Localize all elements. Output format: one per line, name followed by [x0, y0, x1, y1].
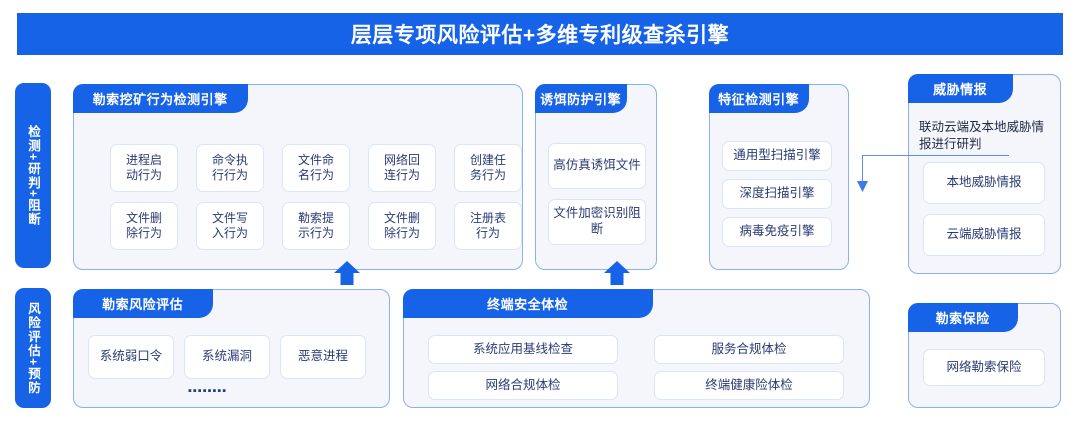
- chip-item[interactable]: 创建任 务行为: [454, 144, 522, 192]
- more-indicator: ▪▪▪▪▪▪▪▪: [188, 385, 228, 397]
- chip-item[interactable]: 进程启 动行为: [110, 144, 178, 192]
- panel-header: 终端安全体检: [402, 288, 653, 318]
- panel-title: 诱饵防护引擎: [540, 91, 622, 107]
- threat-intel-note: 联动云端及本地威胁情 报进行研判: [919, 120, 1045, 151]
- arrow-up-icon: [604, 261, 630, 285]
- connector-line-vertical: [862, 155, 864, 183]
- panel-title: 勒索保险: [935, 310, 990, 326]
- arrow-up-icon: [334, 261, 360, 285]
- panel-body: 网络勒索保险: [909, 333, 1060, 407]
- connector-line-horizontal: [862, 155, 1009, 157]
- panel-header: 勒索风险评估: [72, 288, 213, 318]
- chip-item[interactable]: 系统弱口令: [88, 335, 174, 379]
- panel-title: 威胁情报: [933, 81, 988, 97]
- chip-item[interactable]: 恶意进程: [280, 335, 366, 379]
- panel-body: 通用型扫描引擎 深度扫描引擎 病毒免疫引擎: [710, 114, 848, 269]
- panel-header: 特征检测引擎: [708, 83, 809, 113]
- panel-signature-detection-engine: 特征检测引擎 通用型扫描引擎 深度扫描引擎 病毒免疫引擎: [708, 83, 849, 270]
- panel-header: 威胁情报: [907, 73, 1013, 103]
- sidebar-item-label: 风险评估+预防: [26, 301, 40, 395]
- chip-item[interactable]: 网络勒索保险: [923, 349, 1045, 386]
- chip-item[interactable]: 终端健康险体检: [654, 371, 844, 400]
- panel-body: 高仿真诱饵文件 文件加密识别阻断: [536, 114, 656, 269]
- panel-bait-protection-engine: 诱饵防护引擎 高仿真诱饵文件 文件加密识别阻断: [534, 83, 657, 270]
- chip-item[interactable]: 网络合规体检: [428, 371, 618, 400]
- sidebar-item-label: 检测+研判+阻断: [26, 124, 40, 227]
- chip-item[interactable]: 通用型扫描引擎: [722, 141, 832, 171]
- sidebar-item-risk-stage[interactable]: 风险评估+预防: [15, 288, 51, 408]
- page-title: 层层专项风险评估+多维专利级查杀引擎: [350, 24, 730, 47]
- panel-title: 终端安全体检: [487, 296, 569, 312]
- chip-item[interactable]: 病毒免疫引擎: [722, 217, 832, 247]
- chip-item[interactable]: 深度扫描引擎: [722, 179, 832, 209]
- panel-endpoint-security-checkup: 终端安全体检 系统应用基线检查 服务合规体检 网络合规体检 终端健康险体检: [402, 288, 870, 408]
- arrow-down-icon: [857, 180, 868, 192]
- panel-ransom-mining-detection-engine: 勒索挖矿行为检测引擎 进程启 动行为 命令执 行行为 文件命 名行为 网络回 连…: [72, 83, 523, 270]
- panel-body: 进程启 动行为 命令执 行行为 文件命 名行为 网络回 连行为 创建任 务行为 …: [74, 114, 522, 269]
- panel-body: 系统应用基线检查 服务合规体检 网络合规体检 终端健康险体检: [404, 319, 869, 407]
- panel-header: 诱饵防护引擎: [534, 83, 627, 113]
- chip-item[interactable]: 云端威胁情报: [923, 214, 1045, 256]
- chip-item[interactable]: 系统漏洞: [184, 335, 270, 379]
- chip-item[interactable]: 文件加密识别阻断: [548, 199, 646, 245]
- chip-item[interactable]: 本地威胁情报: [923, 162, 1045, 204]
- panel-body: 联动云端及本地威胁情 报进行研判 本地威胁情报 云端威胁情报: [909, 104, 1060, 273]
- chip-item[interactable]: 文件命 名行为: [282, 144, 350, 192]
- sidebar-item-detection-stage[interactable]: 检测+研判+阻断: [15, 83, 51, 268]
- chip-item[interactable]: 网络回 连行为: [368, 144, 436, 192]
- chip-item[interactable]: 文件删 除行为: [110, 202, 178, 250]
- chip-item[interactable]: 文件写 入行为: [196, 202, 264, 250]
- panel-threat-intelligence: 威胁情报 联动云端及本地威胁情 报进行研判 本地威胁情报 云端威胁情报: [907, 73, 1061, 274]
- panel-title: 勒索风险评估: [102, 296, 184, 312]
- page-title-banner: 层层专项风险评估+多维专利级查杀引擎: [17, 13, 1063, 55]
- chip-item[interactable]: 勒索提 示行为: [282, 202, 350, 250]
- chip-item[interactable]: 高仿真诱饵文件: [548, 143, 646, 189]
- panel-title: 勒索挖矿行为检测引擎: [92, 91, 228, 107]
- panel-header: 勒索挖矿行为检测引擎: [72, 83, 248, 113]
- chip-item[interactable]: 系统应用基线检查: [428, 335, 618, 364]
- chip-item[interactable]: 命令执 行行为: [196, 144, 264, 192]
- chip-item[interactable]: 注册表 行为: [454, 202, 522, 250]
- panel-header: 勒索保险: [907, 302, 1018, 332]
- panel-ransom-risk-assessment: 勒索风险评估 系统弱口令 系统漏洞 恶意进程 ▪▪▪▪▪▪▪▪: [72, 288, 390, 408]
- chip-item[interactable]: 文件删 除行为: [368, 202, 436, 250]
- panel-body: 系统弱口令 系统漏洞 恶意进程 ▪▪▪▪▪▪▪▪: [74, 319, 389, 407]
- chip-item[interactable]: 服务合规体检: [654, 335, 844, 364]
- panel-ransom-insurance: 勒索保险 网络勒索保险: [907, 302, 1061, 408]
- panel-title: 特征检测引擎: [718, 91, 800, 107]
